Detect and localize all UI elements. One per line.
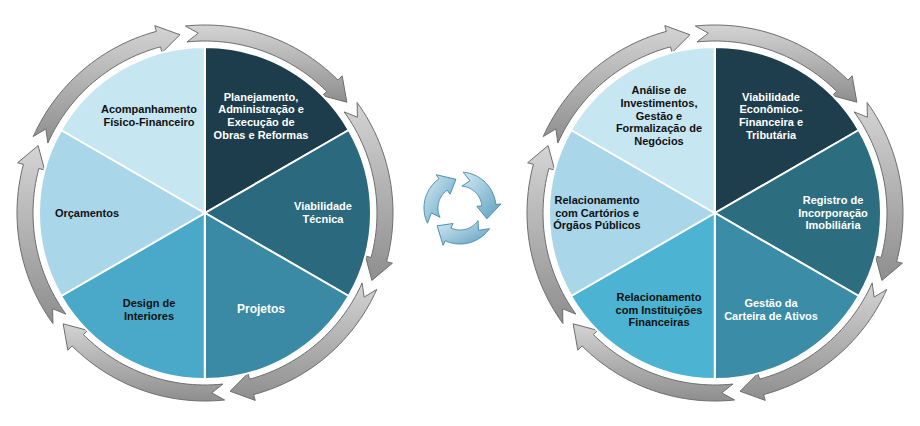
cycle-segment: Projetos <box>205 213 349 379</box>
cycle-segment: Acompanhamento Físico-Financeiro <box>61 47 205 213</box>
segment-label: Análise de Investimentos, Gestão e Forma… <box>607 84 711 147</box>
segment-label: Relacionamento com Cartórios e Órgãos Pú… <box>547 194 647 232</box>
segment-label: Relacionamento com Instituições Financei… <box>607 291 711 329</box>
cycle-arrow <box>462 172 501 219</box>
cycle-arrows <box>17 25 903 401</box>
segment-label: Acompanhamento Físico-Financeiro <box>97 103 201 128</box>
segment-shape <box>205 213 349 379</box>
segment-wedge <box>571 47 715 213</box>
segment-label: Orçamentos <box>41 207 133 220</box>
segment-shape <box>61 47 205 213</box>
cycle-segment: Gestão da Carteira de Ativos <box>715 213 859 379</box>
segment-label: Projetos <box>213 303 309 317</box>
segment-label: Design de Interiores <box>101 297 197 322</box>
segment-label: Planejamento, Administração e Execução d… <box>213 91 309 142</box>
segment-wedge <box>205 213 349 379</box>
cycle-arrow <box>437 221 489 246</box>
cycle-segment: Análise de Investimentos, Gestão e Forma… <box>571 47 715 213</box>
segment-wedge <box>715 213 859 379</box>
segment-label: Viabilidade Técnica <box>278 200 368 225</box>
segment-shape <box>715 213 859 379</box>
segment-label: Registro de Incorporação Imobiliária <box>787 194 879 232</box>
segment-label: Gestão da Carteira de Ativos <box>723 297 819 322</box>
cycle-arrow <box>424 175 456 224</box>
segment-wedge <box>61 47 205 213</box>
segment-label: Viabilidade Econômico-Financeira e Tribu… <box>721 91 821 142</box>
